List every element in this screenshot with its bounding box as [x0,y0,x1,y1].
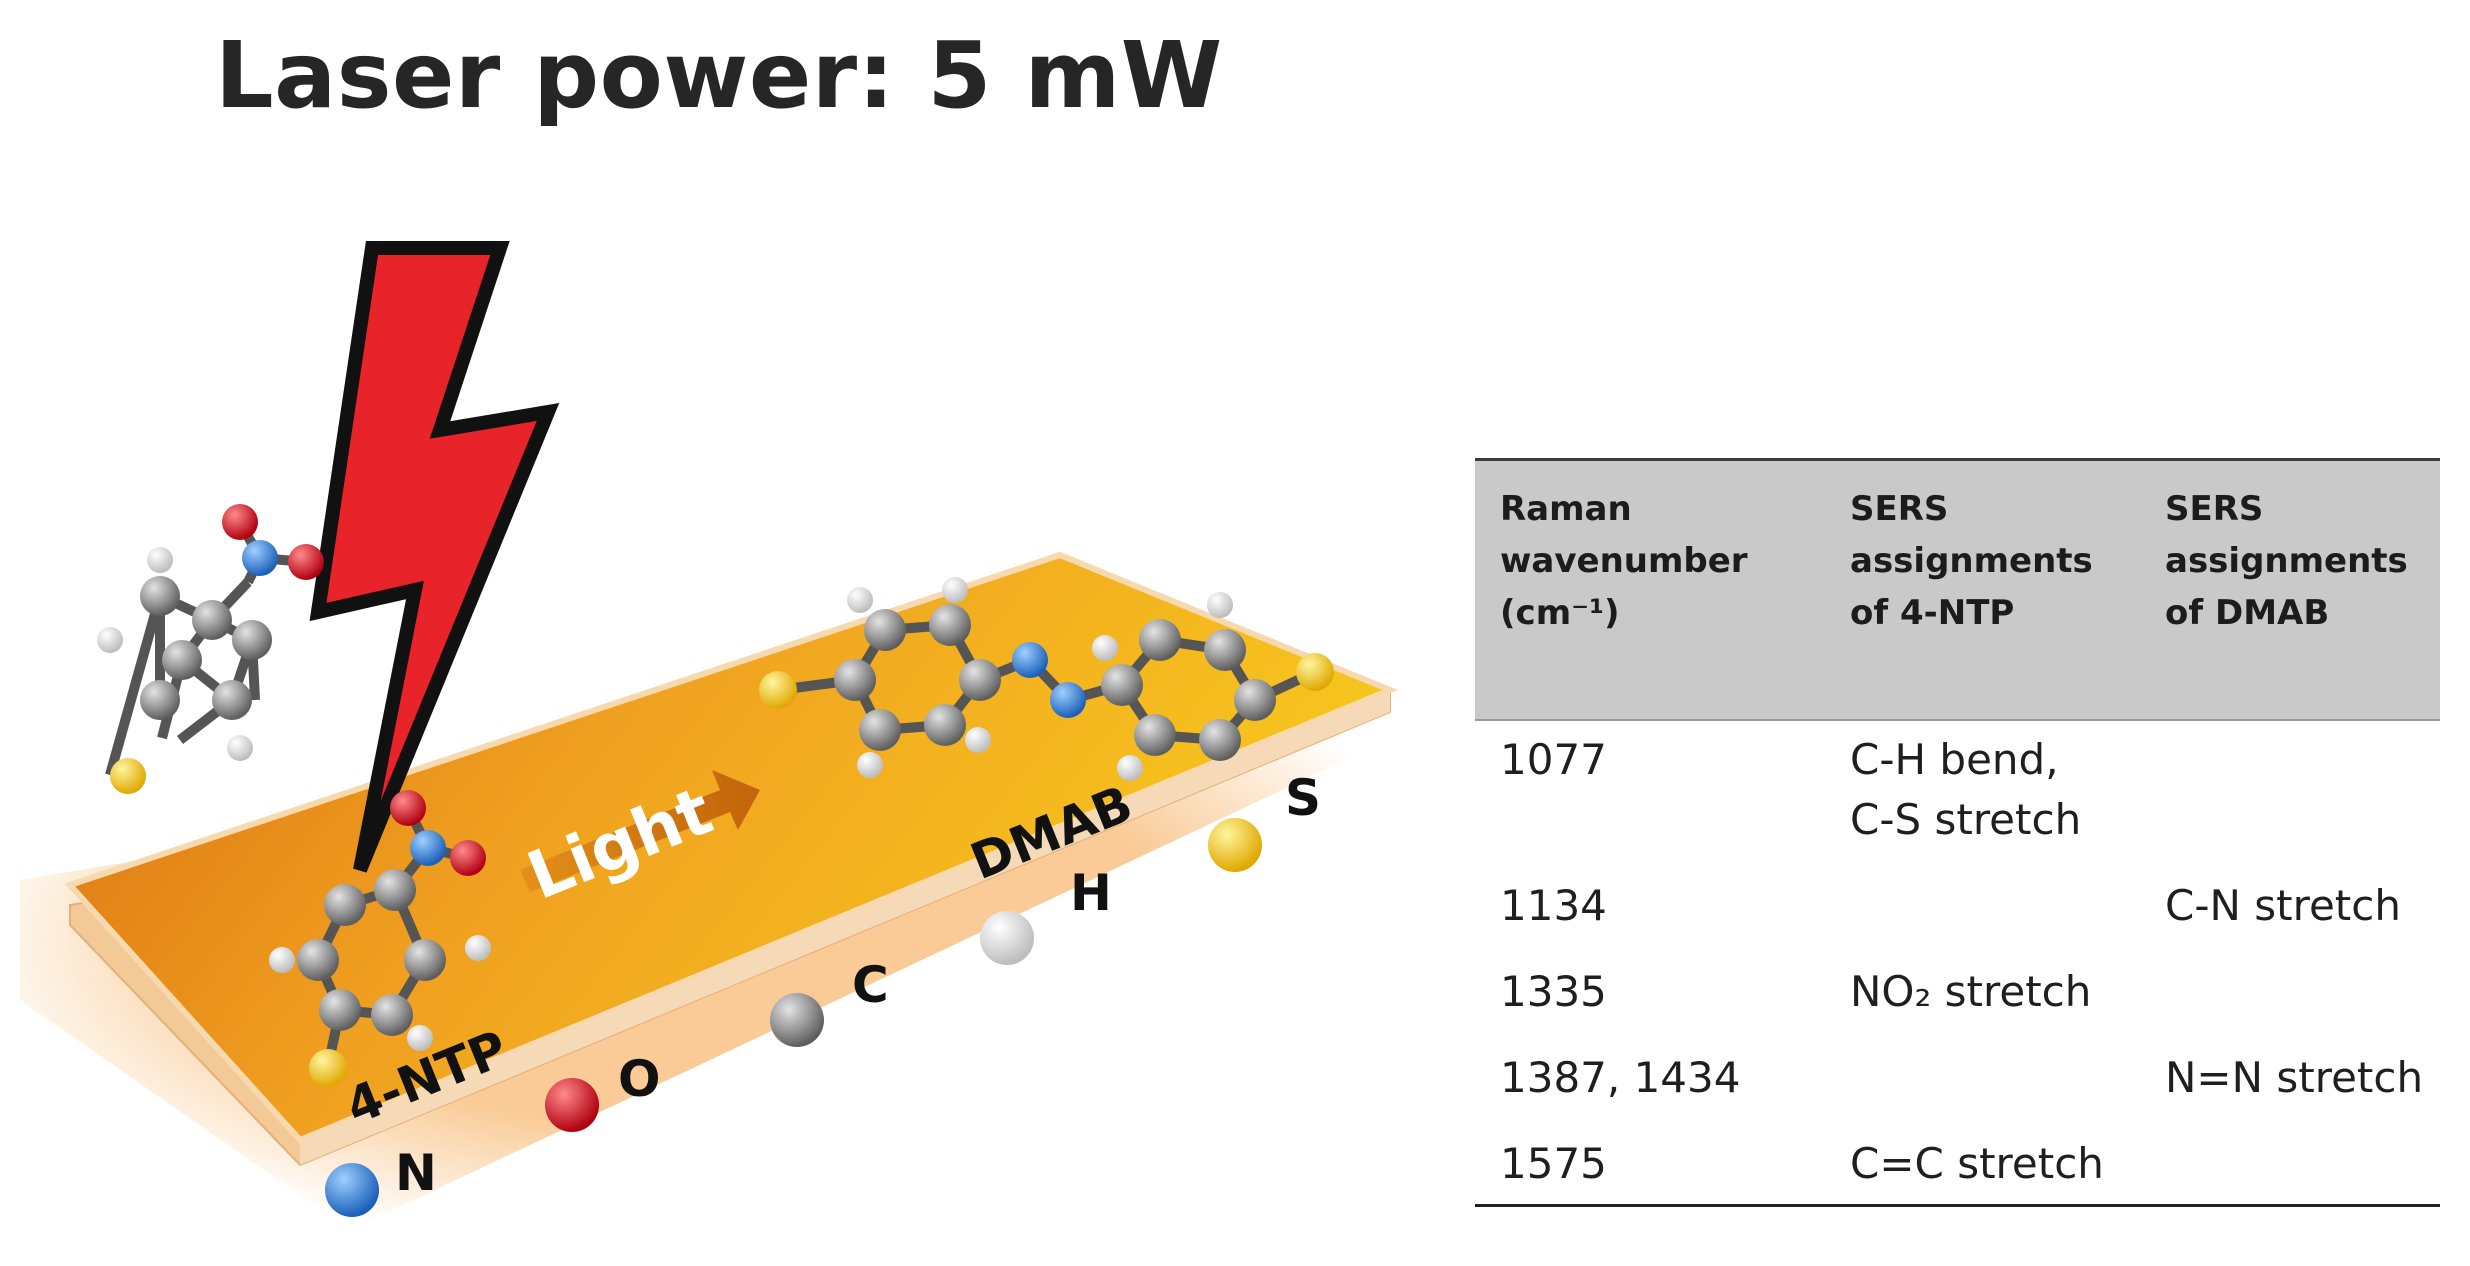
cell-dmab: N=N stretch [2165,1053,2424,1102]
legend-label-n: N [395,1144,437,1202]
table-header: Raman wavenumber (cm⁻¹) SERS assignments… [1475,458,2440,721]
legend-label-o: O [618,1050,661,1108]
page-title: Laser power: 5 mW [215,22,1223,129]
sulfur-atom-icon [1208,818,1262,872]
light-arrow [520,770,760,892]
legend-label-h: H [1070,864,1112,922]
atom-legend: N O C H S [325,769,1321,1217]
header-wavenumber: Raman wavenumber (cm⁻¹) [1500,489,1748,633]
table-bottom-rule [1475,1204,2440,1207]
cell-wavenumber: 1077 [1500,735,1607,784]
cell-dmab: C-N stretch [2165,881,2401,930]
cell-4ntp: C-H bend, C-S stretch [1850,735,2082,844]
carbon-atom-icon [770,993,824,1047]
cell-4ntp: C=C stretch [1850,1139,2104,1188]
table-row: 1387, 1434 N=N stretch [1475,1048,2440,1128]
table-row: 1134 C-N stretch [1475,876,2440,956]
adsorbed-4ntp-atoms [269,790,491,1087]
hydrogen-atom-icon [980,911,1034,965]
oxygen-atom-icon [545,1078,599,1132]
header-4ntp: SERS assignments of 4-NTP [1850,489,2093,633]
cell-wavenumber: 1575 [1500,1139,1607,1188]
legend-label-s: S [1285,769,1321,827]
table-row: 1077 C-H bend, C-S stretch [1475,730,2440,844]
free-4ntp-atoms [97,504,324,794]
cell-wavenumber: 1134 [1500,881,1607,930]
sers-assignment-table: Raman wavenumber (cm⁻¹) SERS assignments… [1475,458,2440,1208]
cell-wavenumber: 1387, 1434 [1500,1053,1741,1102]
nitrogen-atom-icon [325,1163,379,1217]
cell-4ntp: NO₂ stretch [1850,967,2092,1016]
table-row: 1335 NO₂ stretch [1475,962,2440,1042]
laser-bolt-icon [309,241,560,873]
cell-wavenumber: 1335 [1500,967,1607,1016]
reaction-scene: Light [20,241,1430,1230]
header-dmab: SERS assignments of DMAB [2165,489,2408,633]
legend-label-c: C [852,956,889,1014]
table-row: 1575 C=C stretch [1475,1134,2440,1214]
dmab-atoms [759,577,1334,781]
